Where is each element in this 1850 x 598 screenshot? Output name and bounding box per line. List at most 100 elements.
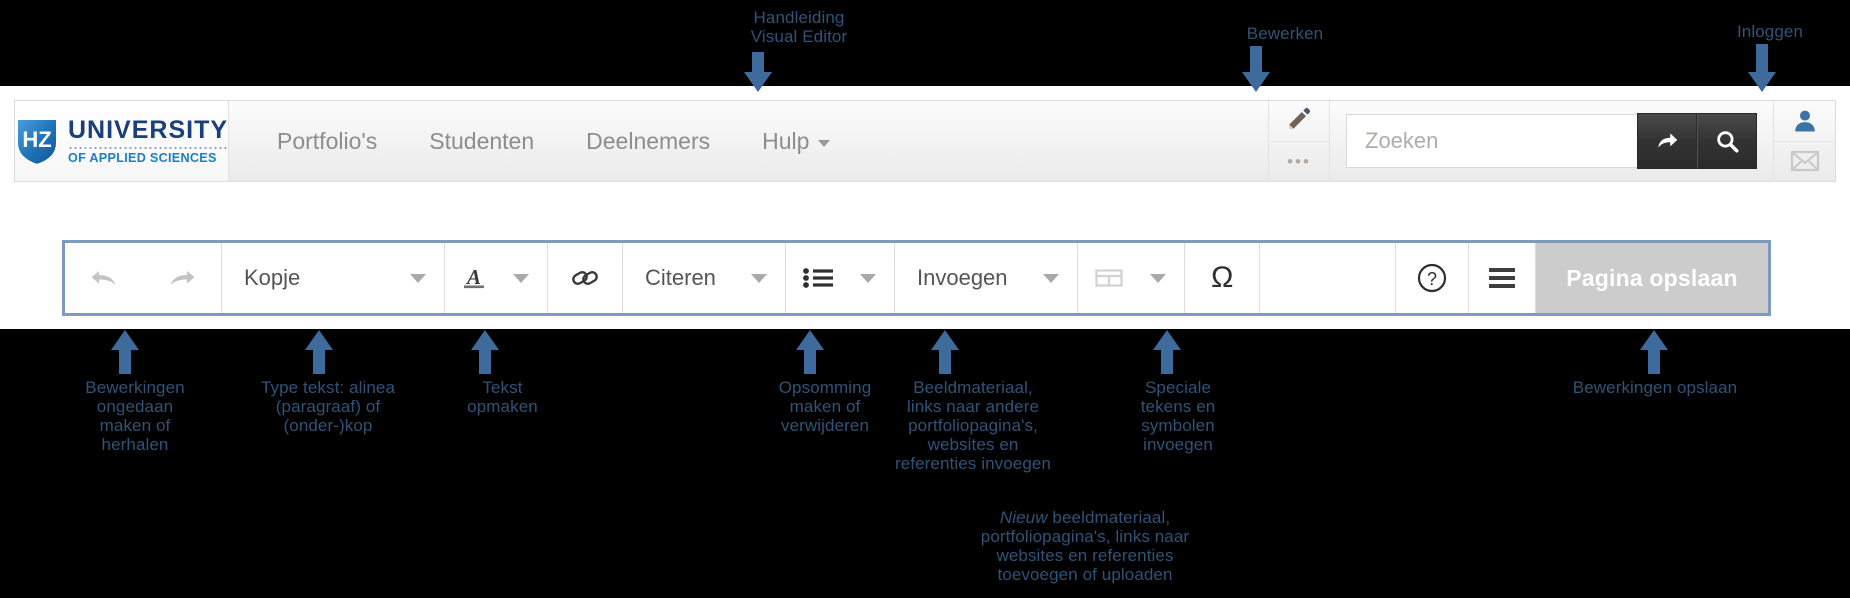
- nav-label: Deelnemers: [586, 127, 711, 154]
- undo-button[interactable]: [65, 243, 143, 313]
- list-dropdown[interactable]: [850, 243, 894, 313]
- annotation-arrow-down-1: [1242, 46, 1270, 92]
- insert-label[interactable]: Invoegen: [917, 265, 1008, 290]
- toolbar-group-cite[interactable]: Citeren: [623, 243, 786, 313]
- annotation-footnote-emphasis: Nieuw: [999, 508, 1048, 527]
- special-character-button[interactable]: Ω: [1211, 261, 1234, 294]
- toolbar-group-list[interactable]: [786, 243, 895, 313]
- nav-item-studenten[interactable]: Studenten: [403, 128, 560, 155]
- toolbar-group-table[interactable]: [1078, 243, 1185, 313]
- cite-label[interactable]: Citeren: [645, 265, 716, 290]
- undo-icon: [91, 271, 116, 285]
- chevron-down-icon: [1150, 273, 1166, 283]
- user-icon: [1794, 110, 1815, 132]
- annotation-bottom-label-5: Speciale tekens en symbolen invoegen: [1140, 378, 1216, 455]
- annotation-bottom-label-0: Bewerkingen ongedaan maken of herhalen: [85, 378, 185, 455]
- paragraph-style-value[interactable]: Kopje: [244, 265, 301, 290]
- more-options-button[interactable]: •••: [1269, 142, 1329, 182]
- annotation-bottom-label-1: Type tekst: alinea (paragraaf) of (onder…: [260, 378, 396, 436]
- redo-icon: [170, 271, 195, 285]
- redo-button[interactable]: [143, 243, 221, 313]
- bulleted-list-button[interactable]: [786, 243, 850, 313]
- search-submit-button[interactable]: [1697, 113, 1757, 169]
- bulleted-list-icon: [803, 268, 833, 288]
- chevron-down-icon: [751, 273, 767, 283]
- chevron-down-icon: [1043, 273, 1059, 283]
- pencil-icon: [1286, 105, 1313, 137]
- ellipsis-icon: •••: [1287, 151, 1311, 171]
- toolbar-group-special-characters[interactable]: Ω: [1185, 243, 1261, 313]
- annotation-bottom-label-2: Tekst opmaken: [467, 378, 538, 417]
- annotation-arrow-down-0: [744, 52, 772, 92]
- chain-link-icon: [572, 271, 598, 285]
- toolbar-group-text-format[interactable]: A: [445, 243, 548, 313]
- toolbar-group-link[interactable]: [548, 243, 623, 313]
- header-edit-column: •••: [1268, 101, 1330, 181]
- toolbar-group-insert[interactable]: Invoegen: [895, 243, 1078, 313]
- toolbar-group-menu[interactable]: [1469, 243, 1536, 313]
- text-format-button[interactable]: A: [445, 243, 503, 313]
- paragraph-style-dropdown[interactable]: [400, 243, 444, 313]
- annotation-arrow-up-3: [796, 330, 824, 374]
- annotation-arrow-up-1: [305, 330, 333, 374]
- format-a-icon: A: [464, 265, 484, 289]
- nav-label: Studenten: [429, 127, 535, 154]
- annotation-footnote: Nieuw beeldmateriaal, portfoliopagina's,…: [980, 508, 1190, 585]
- hamburger-menu-icon: [1489, 268, 1515, 288]
- edit-page-button[interactable]: [1269, 101, 1329, 142]
- annotation-arrow-up-6: [1640, 330, 1668, 374]
- brand-line-1: UNIVERSITY: [67, 115, 229, 144]
- svg-text:HZ: HZ: [22, 127, 51, 152]
- site-header: HZ UNIVERSITY OF APPLIED SCIENCES Portfo…: [14, 100, 1836, 182]
- magnifier-icon: [1717, 131, 1739, 153]
- annotation-bottom-label-6: Bewerkingen opslaan: [1572, 378, 1738, 397]
- annotation-arrow-up-4: [931, 330, 959, 374]
- login-button[interactable]: [1774, 101, 1835, 142]
- question-mark-icon: ?: [1417, 263, 1447, 293]
- nav-item-hulp[interactable]: Hulp: [736, 128, 856, 155]
- editor-page-band: Kopje A: [0, 196, 1850, 329]
- toolbar-group-help[interactable]: ?: [1396, 243, 1469, 313]
- header-page-band: HZ UNIVERSITY OF APPLIED SCIENCES Portfo…: [0, 86, 1850, 196]
- search-area: [1330, 101, 1773, 181]
- annotation-top-label-0: Handleiding Visual Editor: [750, 8, 848, 47]
- annotation-arrow-up-5: [1153, 330, 1181, 374]
- chevron-down-icon: [860, 273, 876, 283]
- envelope-icon: [1790, 151, 1819, 172]
- brand-logo[interactable]: HZ UNIVERSITY OF APPLIED SCIENCES: [15, 101, 229, 181]
- visual-editor-toolbar: Kopje A: [62, 240, 1771, 316]
- chevron-down-icon: [410, 273, 426, 283]
- hz-shield-icon: HZ: [15, 116, 59, 167]
- svg-text:?: ?: [1427, 269, 1437, 289]
- table-dropdown[interactable]: [1140, 243, 1184, 313]
- toolbar-group-paragraph-style[interactable]: Kopje: [222, 243, 445, 313]
- main-navigation: Portfolio's Studenten Deelnemers Hulp: [229, 101, 1268, 181]
- insert-table-button[interactable]: [1078, 243, 1140, 313]
- brand-line-2: OF APPLIED SCIENCES: [67, 150, 217, 165]
- toolbar-spacer: [1260, 243, 1396, 313]
- save-page-button[interactable]: Pagina opslaan: [1536, 243, 1768, 313]
- page-options-menu-button[interactable]: [1469, 243, 1535, 313]
- table-icon: [1095, 269, 1123, 287]
- search-input[interactable]: [1346, 114, 1637, 168]
- nav-item-portfolios[interactable]: Portfolio's: [251, 128, 403, 155]
- messages-button[interactable]: [1774, 142, 1835, 182]
- chevron-down-icon: [513, 273, 529, 283]
- toolbar-group-history: [65, 243, 222, 313]
- annotation-bottom-label-4: Beeldmateriaal, links naar andere portfo…: [894, 378, 1052, 474]
- account-column: [1773, 101, 1835, 181]
- text-format-dropdown[interactable]: [503, 243, 547, 313]
- annotation-arrow-down-2: [1748, 44, 1776, 92]
- nav-item-deelnemers[interactable]: Deelnemers: [560, 128, 736, 155]
- insert-dropdown[interactable]: [1033, 243, 1077, 313]
- help-button[interactable]: ?: [1396, 243, 1468, 313]
- cite-dropdown[interactable]: [741, 243, 785, 313]
- annotation-bottom-label-3: Opsomming maken of verwijderen: [778, 378, 872, 436]
- annotation-top-label-1: Bewerken: [1246, 24, 1324, 43]
- search-go-button[interactable]: [1637, 113, 1697, 169]
- insert-link-button[interactable]: [548, 243, 622, 313]
- annotation-top-label-2: Inloggen: [1736, 22, 1804, 41]
- nav-label: Hulp: [762, 127, 810, 154]
- nav-label: Portfolio's: [277, 127, 378, 154]
